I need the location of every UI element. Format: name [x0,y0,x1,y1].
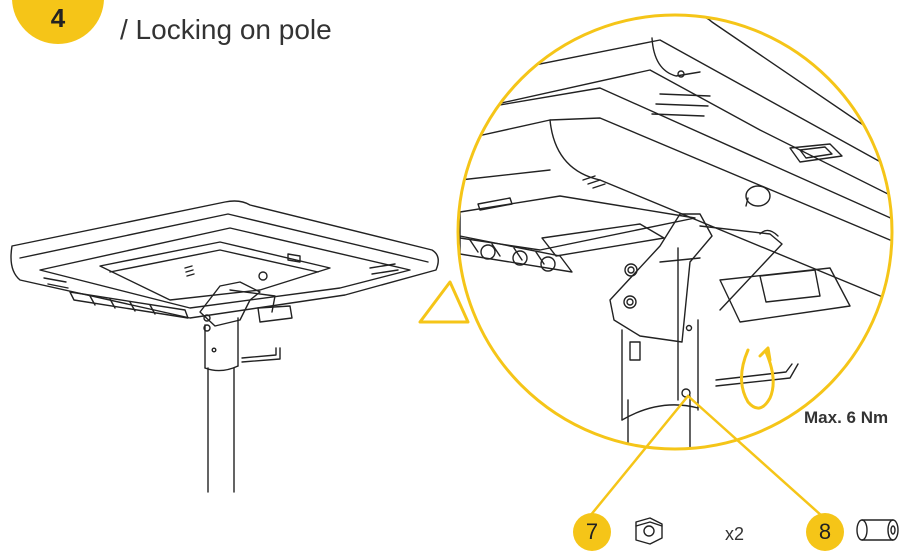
leader-line-8 [686,394,824,518]
detail-magnifier [418,13,894,451]
callout-8-number: 8 [818,519,832,544]
callout-8: 8 [806,513,844,551]
callout-7-number: 7 [585,519,599,544]
part-7-quantity: x2 [725,524,745,544]
torque-label: Max. 6 Nm [804,408,889,427]
cylinder-spacer-icon [856,519,899,541]
leader-line-7 [588,394,690,518]
luminaire-overview [10,200,439,493]
callout-7: 7 [573,513,611,551]
step-number: 4 [50,3,66,33]
step-subtitle: / Locking on pole [120,14,332,45]
hex-nut-icon [635,517,663,545]
